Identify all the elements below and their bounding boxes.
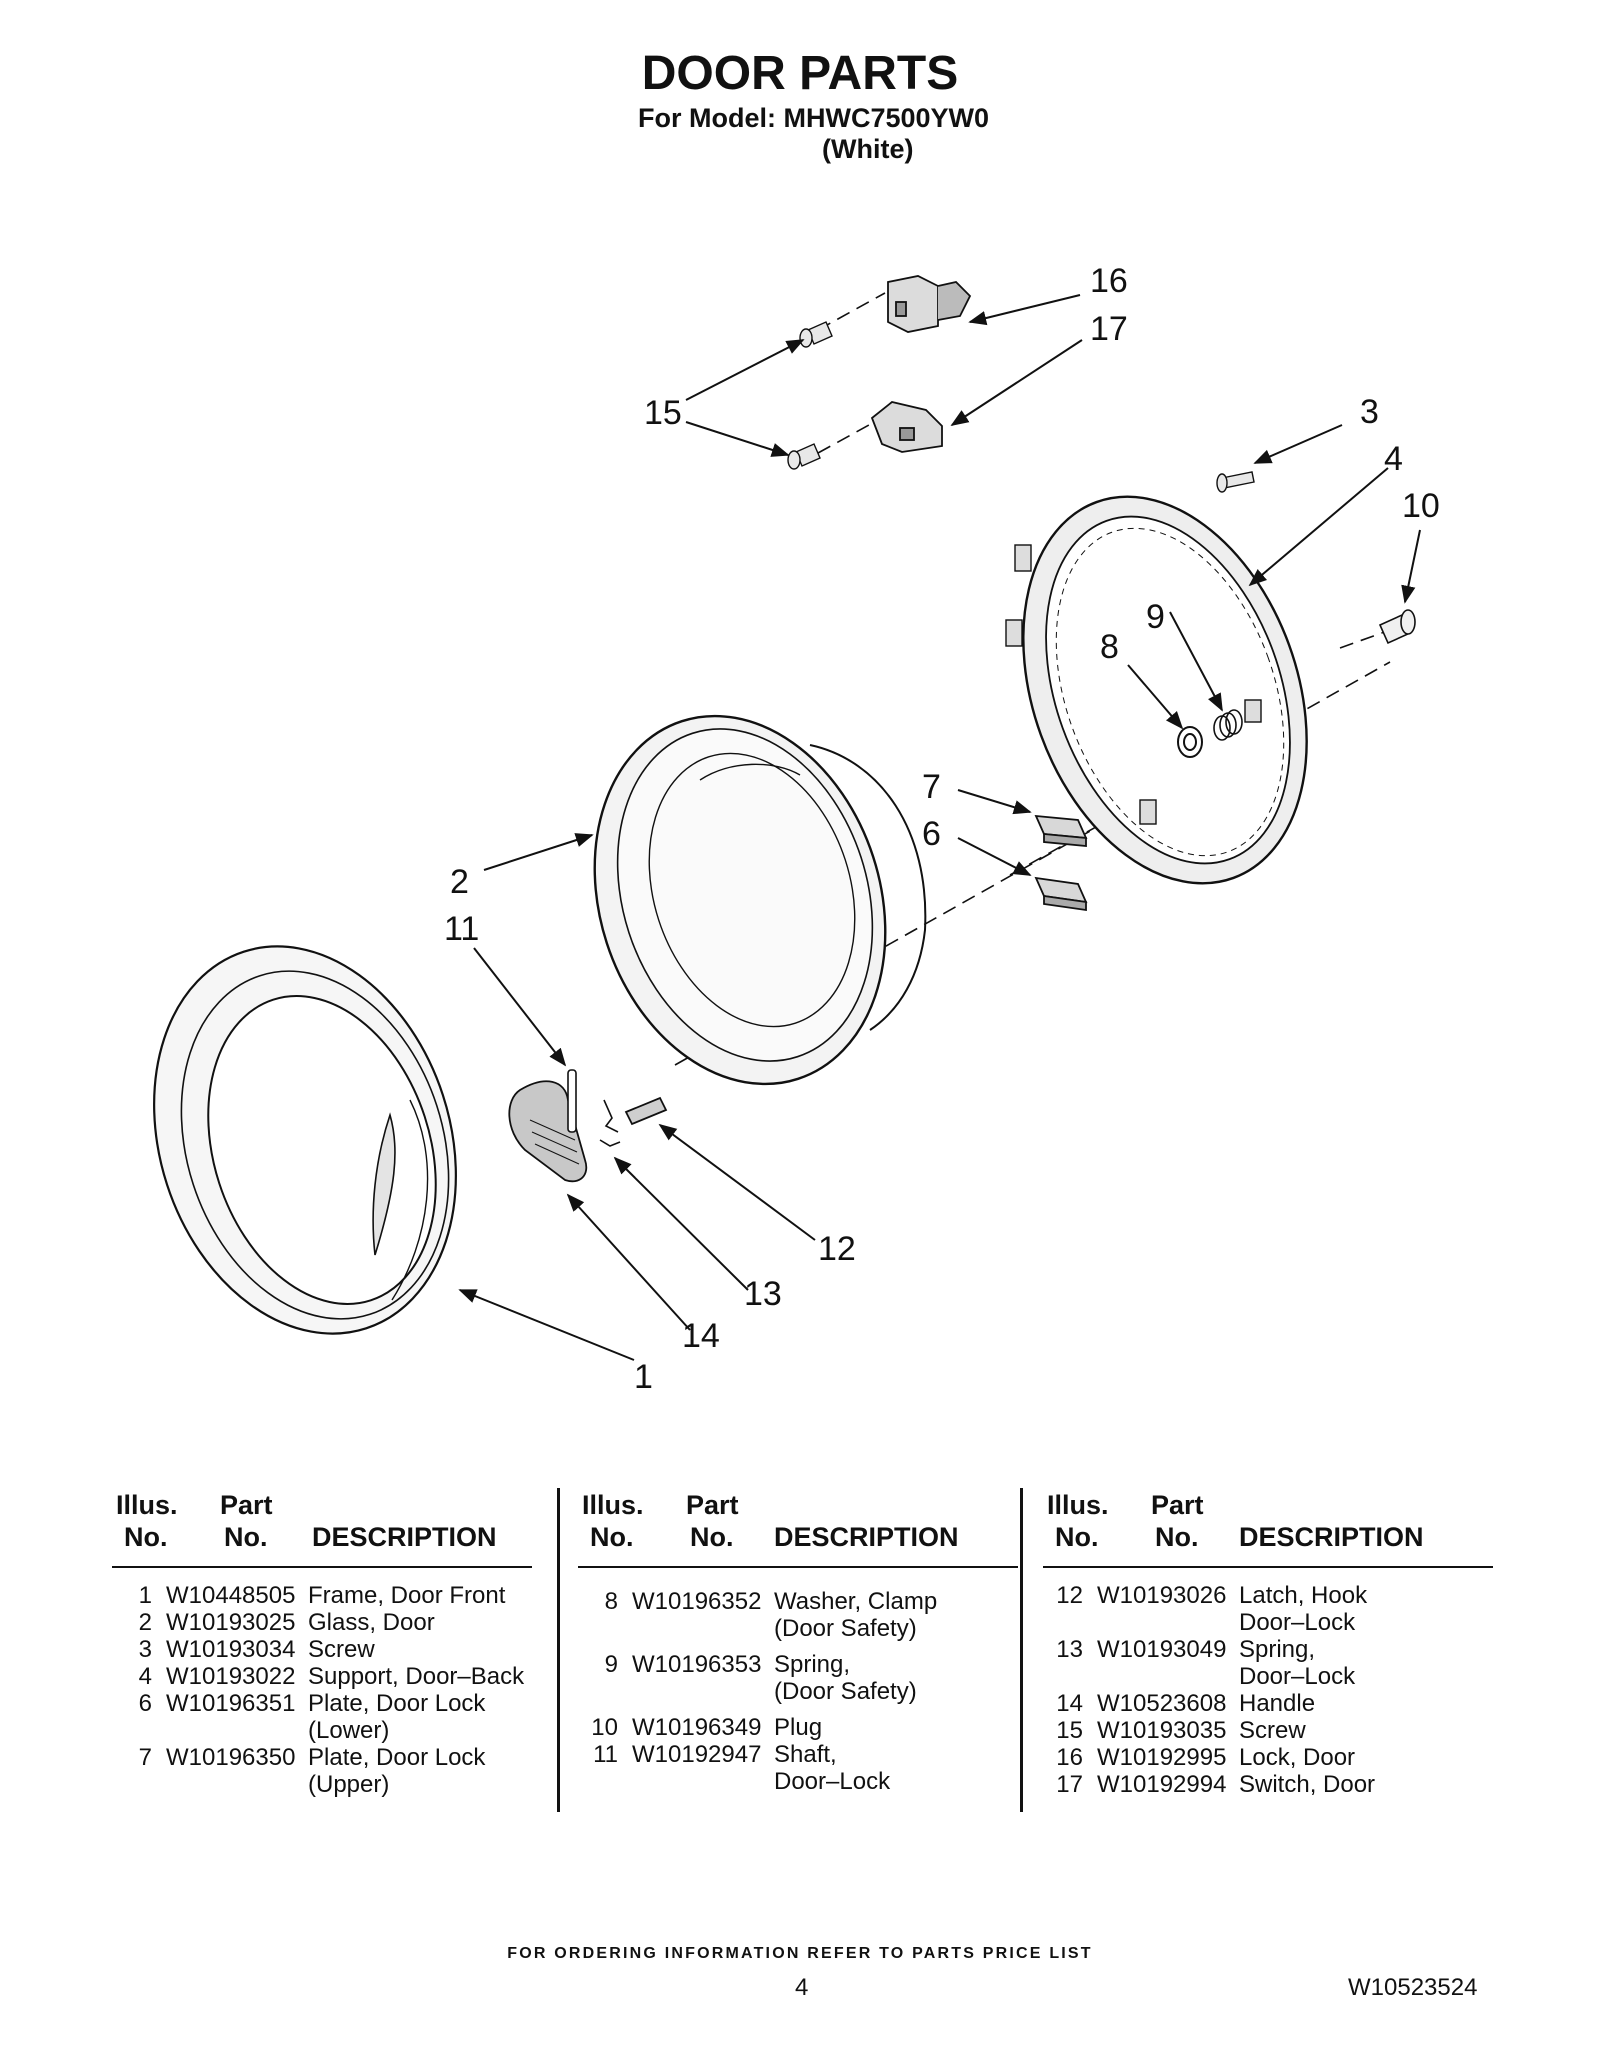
header-part-no: No. xyxy=(1155,1522,1199,1552)
part-10-plug xyxy=(1378,609,1416,645)
page-number: 4 xyxy=(795,1974,809,2001)
table-divider-2 xyxy=(1020,1488,1023,1812)
callout-4: 4 xyxy=(1384,440,1403,478)
callout-2: 2 xyxy=(450,863,469,901)
callout-9: 9 xyxy=(1146,598,1165,636)
callout-14: 14 xyxy=(682,1317,720,1355)
header-illus-no: No. xyxy=(124,1522,168,1552)
part-3-screw xyxy=(1216,471,1255,493)
callout-8: 8 xyxy=(1100,628,1119,666)
header-illus-no: No. xyxy=(1055,1522,1099,1552)
part-2-glass-door xyxy=(593,714,927,1086)
callout-13: 13 xyxy=(744,1275,782,1313)
part-12-latch-hook-door-lock xyxy=(624,1096,668,1126)
model-line: For Model: MHWC7500YW0 xyxy=(638,103,990,133)
header-illus-no: No. xyxy=(590,1522,634,1552)
exploded-parts-diagram: 16 17 15 3 4 10 9 8 7 6 2 11 12 13 14 1 xyxy=(153,262,1440,1396)
part-14-handle xyxy=(508,1080,588,1183)
part-6-plate-door-lock-lower xyxy=(1034,876,1088,912)
header-part: Part xyxy=(1151,1490,1204,1520)
part-4-support-door-back xyxy=(1005,495,1308,885)
header-description: DESCRIPTION xyxy=(1239,1522,1424,1552)
model-color: (White) xyxy=(822,134,914,164)
table-divider-1 xyxy=(557,1488,560,1812)
callout-10: 10 xyxy=(1402,487,1440,525)
callout-12: 12 xyxy=(818,1230,856,1268)
header-part: Part xyxy=(220,1490,273,1520)
page-title: DOOR PARTS xyxy=(641,47,959,100)
part-11-shaft-door-lock xyxy=(567,1069,577,1133)
part-7-plate-door-lock-upper xyxy=(1034,814,1088,847)
part-1-frame-door-front xyxy=(153,945,457,1335)
callout-17: 17 xyxy=(1090,310,1128,348)
header-illus: Illus. xyxy=(116,1490,178,1520)
part-9-spring xyxy=(1213,709,1243,741)
header-illus: Illus. xyxy=(1047,1490,1109,1520)
table-header: Illus. No. Part No. DESCRIPTION xyxy=(578,1490,1018,1568)
header-part-no: No. xyxy=(690,1522,734,1552)
ordering-note: FOR ORDERING INFORMATION REFER TO PARTS … xyxy=(507,1945,1093,1962)
callout-6: 6 xyxy=(922,815,941,853)
header-part: Part xyxy=(686,1490,739,1520)
callout-15: 15 xyxy=(644,394,682,432)
part-13-spring-door-lock xyxy=(599,1099,621,1147)
part-15-screws xyxy=(787,321,833,470)
part-17-switch-door xyxy=(870,401,943,453)
header-illus: Illus. xyxy=(582,1490,644,1520)
table-header: Illus. No. Part No. DESCRIPTION xyxy=(1043,1490,1493,1568)
callout-1: 1 xyxy=(634,1358,653,1396)
document-number: W10523524 xyxy=(1348,1974,1478,2001)
header-description: DESCRIPTION xyxy=(774,1522,959,1552)
header-description: DESCRIPTION xyxy=(312,1522,497,1552)
callout-16: 16 xyxy=(1090,262,1128,300)
table-header: Illus. No. Part No. DESCRIPTION xyxy=(112,1490,532,1568)
callout-11: 11 xyxy=(444,910,479,948)
part-8-washer-clamp xyxy=(1177,726,1203,758)
callout-3: 3 xyxy=(1360,393,1379,431)
header-part-no: No. xyxy=(224,1522,268,1552)
callout-7: 7 xyxy=(922,768,941,806)
part-16-lock-door xyxy=(887,275,972,333)
leader-arrows xyxy=(458,294,1421,1361)
